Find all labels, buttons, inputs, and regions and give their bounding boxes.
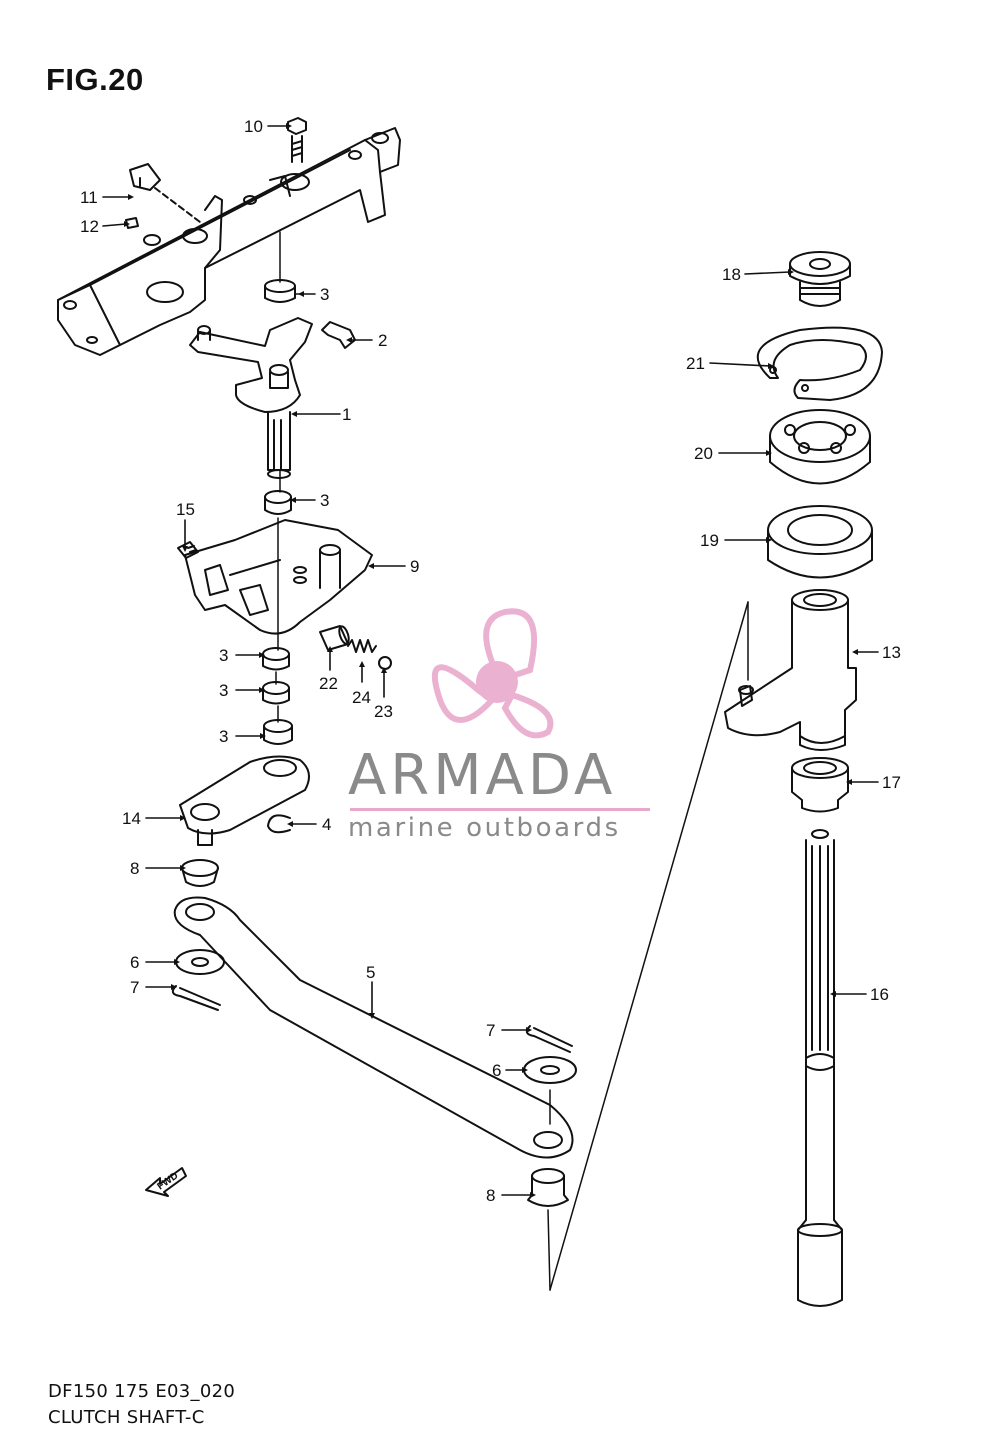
callout-1: 1 xyxy=(342,405,351,424)
callout-13: 13 xyxy=(882,643,901,662)
part-17-bushing xyxy=(791,757,849,813)
callout-3: 3 xyxy=(219,727,228,746)
callout-17: 17 xyxy=(882,773,901,792)
figure-name: CLUTCH SHAFT-C xyxy=(48,1407,205,1428)
part-9-housing xyxy=(184,519,373,635)
callout-7: 7 xyxy=(130,978,139,997)
part-8-bushing xyxy=(181,859,219,887)
callout-3: 3 xyxy=(320,491,329,510)
callout-24: 24 xyxy=(352,688,371,707)
callout-3: 3 xyxy=(320,285,329,304)
part-3-bushing xyxy=(263,719,293,745)
part-19-bushing xyxy=(767,505,873,579)
callout-5: 5 xyxy=(366,963,375,982)
part-3-bushing xyxy=(262,647,290,671)
callout-7: 7 xyxy=(486,1021,495,1040)
part-21-circlip xyxy=(756,326,883,401)
callout-9: 9 xyxy=(410,557,419,576)
part-8-bushing xyxy=(527,1168,569,1207)
part-23-ball xyxy=(378,656,392,670)
part-6-washer xyxy=(523,1056,577,1084)
part-7-cotter-pin xyxy=(171,985,221,1011)
part-16-clutch-shaft xyxy=(797,829,843,1307)
leader-arrowheads xyxy=(124,123,858,1198)
callout-3: 3 xyxy=(219,681,228,700)
part-18-plug xyxy=(789,251,851,307)
callout-8: 8 xyxy=(486,1186,495,1205)
part-2-clip xyxy=(321,321,356,349)
callout-19: 19 xyxy=(700,531,719,550)
callout-2: 2 xyxy=(378,331,387,350)
part-11-clip xyxy=(129,163,161,191)
upper-bracket xyxy=(57,127,401,356)
part-5-link-rod xyxy=(173,896,574,1159)
part-6-washer xyxy=(175,949,225,975)
callout-20: 20 xyxy=(694,444,713,463)
callout-21: 21 xyxy=(686,354,705,373)
callout-14: 14 xyxy=(122,809,141,828)
part-10-bolt xyxy=(287,117,307,163)
part-1-shift-arm xyxy=(189,317,313,479)
part-15-screw xyxy=(177,541,199,559)
part-3-bushing xyxy=(262,681,290,705)
center-axis-lines xyxy=(275,231,749,1291)
callout-22: 22 xyxy=(319,674,338,693)
part-13-shift-cam xyxy=(724,589,857,751)
callout-labels: 10 11 12 3 2 1 3 15 9 3 3 3 22 24 23 14 … xyxy=(80,117,901,1205)
part-20-bearing xyxy=(769,409,871,485)
callout-6: 6 xyxy=(130,953,139,972)
part-14-lever xyxy=(179,755,310,846)
part-3-bushing xyxy=(264,490,292,515)
callout-12: 12 xyxy=(80,217,99,236)
leader-lines xyxy=(102,125,879,1196)
callout-23: 23 xyxy=(374,702,393,721)
leader-dash xyxy=(154,187,201,223)
callout-6: 6 xyxy=(492,1061,501,1080)
callout-10: 10 xyxy=(244,117,263,136)
figure-title: FIG.20 xyxy=(46,62,144,97)
part-3-bushing xyxy=(264,279,296,303)
part-22-pin xyxy=(319,625,350,651)
callout-15: 15 xyxy=(176,500,195,519)
callout-8: 8 xyxy=(130,859,139,878)
callout-18: 18 xyxy=(722,265,741,284)
part-4-clip xyxy=(267,814,291,834)
part-24-spring xyxy=(347,639,377,653)
fwd-arrow-icon xyxy=(145,1167,187,1197)
figure-code: DF150 175 E03_020 xyxy=(48,1381,236,1402)
armada-propeller-logo xyxy=(431,608,554,739)
callout-4: 4 xyxy=(322,815,331,834)
callout-16: 16 xyxy=(870,985,889,1004)
callout-3: 3 xyxy=(219,646,228,665)
callout-11: 11 xyxy=(80,188,98,207)
part-7-cotter-pin xyxy=(525,1025,573,1053)
